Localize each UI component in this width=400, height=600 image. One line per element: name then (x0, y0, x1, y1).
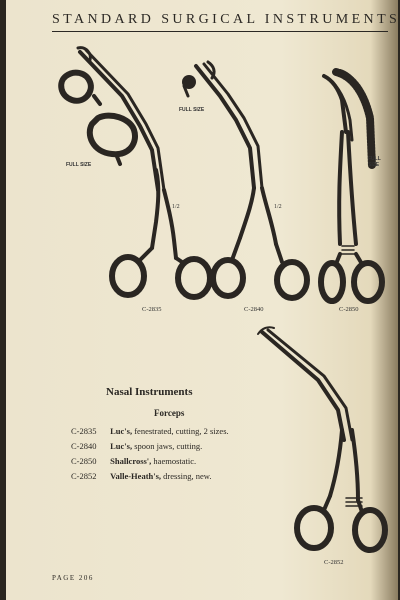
scale-mark-c2835: 1/2 (172, 204, 180, 210)
list-item: C-2840 Luc's, spoon jaws, cutting. (71, 439, 301, 454)
page-number: PAGE 206 (52, 574, 94, 582)
caption-c2850: C-2850 (339, 306, 359, 313)
forceps-c2840-illustration (182, 60, 310, 301)
item-code: C-2852 (71, 471, 97, 481)
caption-c2840: C-2840 (244, 306, 264, 313)
caption-c2835: C-2835 (142, 306, 162, 313)
item-code: C-2835 (71, 426, 97, 436)
item-description: dressing, new. (163, 471, 212, 481)
caption-c2852: C-2852 (324, 559, 344, 566)
item-name: Luc's, (110, 441, 133, 451)
full-size-label-c2850-line2: SIZE (368, 162, 380, 168)
list-item: C-2835 Luc's, fenestrated, cutting, 2 si… (71, 424, 301, 439)
item-code: C-2850 (71, 456, 97, 466)
instrument-list: C-2835 Luc's, fenestrated, cutting, 2 si… (71, 424, 301, 484)
forceps-c2852-illustration (257, 326, 388, 553)
forceps-c2850-illustration (318, 68, 385, 304)
item-name: Valle-Heath's, (110, 471, 162, 481)
section-title: Nasal Instruments (106, 386, 193, 398)
list-item: C-2850 Shallcross', haemostatic. (71, 454, 301, 469)
full-size-label-c2835: FULL SIZE (66, 162, 92, 168)
item-description: spoon jaws, cutting. (134, 441, 203, 451)
full-size-label-c2840: FULL SIZE (179, 107, 205, 113)
item-description: fenestrated, cutting, 2 sizes. (134, 426, 229, 436)
section-subtitle: Forceps (154, 408, 185, 418)
scale-mark-c2840: 1/2 (274, 204, 282, 210)
item-code: C-2840 (71, 441, 97, 451)
instrument-illustrations: FULL SIZE 1/2 C-2835 FULL SIZE 1/2 C-284… (58, 46, 388, 566)
page-header: STANDARD SURGICAL INSTRUMENTS (52, 12, 398, 27)
catalog-page: STANDARD SURGICAL INSTRUMENTS (6, 0, 398, 600)
item-description: haemostatic. (153, 456, 197, 466)
item-name: Luc's, (110, 426, 133, 436)
full-size-label-c2850-line1: FULL (368, 156, 381, 162)
list-item: C-2852 Valle-Heath's, dressing, new. (71, 469, 301, 484)
item-name: Shallcross', (110, 456, 152, 466)
header-rule (52, 31, 388, 32)
